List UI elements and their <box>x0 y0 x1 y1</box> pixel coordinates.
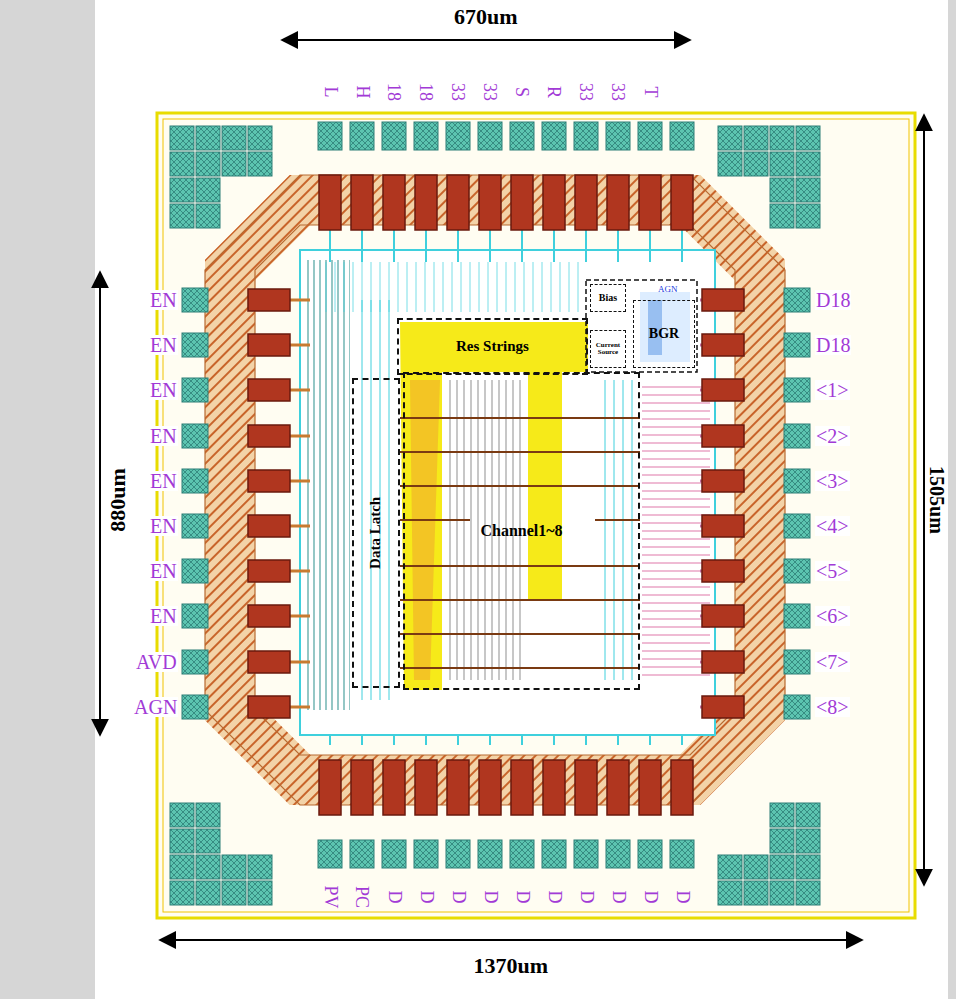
pin-label: <6> <box>815 606 850 626</box>
pin-label: EN <box>149 471 178 491</box>
pin-label: L <box>321 87 339 98</box>
pin-label: <8> <box>815 697 850 717</box>
pin-label: R <box>545 86 563 98</box>
pin-label: H <box>353 86 371 99</box>
pin-label: D <box>673 891 691 904</box>
pin-label: EN <box>149 516 178 536</box>
block-label: Current Source <box>592 342 624 357</box>
pin-label: AVD <box>135 652 178 672</box>
pin-label: 18 <box>385 83 403 101</box>
dimension-label: 1370um <box>474 955 549 977</box>
pin-label: EN <box>149 426 178 446</box>
pin-label: D <box>449 891 467 904</box>
pin-label: EN <box>149 290 178 310</box>
pin-label: D <box>385 891 403 904</box>
pin-label: 33 <box>609 83 627 101</box>
pin-label: EN <box>149 380 178 400</box>
pin-label: EN <box>149 335 178 355</box>
channel-block: Channel1~8 <box>403 372 640 690</box>
pin-label: D <box>641 891 659 904</box>
current-source-block: Current Source <box>590 330 626 368</box>
block-label: Res Strings <box>456 339 529 355</box>
res-strings-block: Res Strings <box>397 318 588 375</box>
block-label: Data Latch <box>368 497 384 569</box>
pin-label: 33 <box>481 83 499 101</box>
pin-label: D <box>577 891 595 904</box>
pin-label: <7> <box>815 652 850 672</box>
pin-label: D <box>417 891 435 904</box>
pin-label: D <box>609 891 627 904</box>
block-label: Channel1~8 <box>480 523 562 540</box>
data-latch-block: Data Latch <box>352 378 400 688</box>
pin-label: <3> <box>815 471 850 491</box>
pin-label: D18 <box>815 290 851 310</box>
pin-label: D <box>545 891 563 904</box>
pin-label: <5> <box>815 561 850 581</box>
pin-label: D18 <box>815 335 851 355</box>
pin-label: 33 <box>577 83 595 101</box>
pin-label: PV <box>321 885 339 908</box>
pin-label: PC <box>353 886 371 908</box>
pin-label: 33 <box>449 83 467 101</box>
pin-label: <4> <box>815 516 850 536</box>
pin-label: AGN <box>658 285 678 294</box>
block-label: BGR <box>649 327 679 342</box>
pin-label: S <box>513 87 531 97</box>
pin-label: 18 <box>417 83 435 101</box>
pin-label: AGN <box>133 697 178 717</box>
pin-label: EN <box>149 606 178 626</box>
block-label: Bias <box>599 293 617 304</box>
dimension-label: 670um <box>454 6 518 28</box>
dimension-label: 880um <box>107 468 129 532</box>
pin-label: EN <box>149 561 178 581</box>
pin-label: D <box>513 891 531 904</box>
bgr-block: BGR <box>633 300 695 368</box>
pin-label: T <box>641 87 659 98</box>
bias-block: Bias <box>590 284 626 312</box>
pin-label: <1> <box>815 380 850 400</box>
pin-label: D <box>481 891 499 904</box>
pin-label: <2> <box>815 426 850 446</box>
dimension-label: 1505um <box>927 466 947 534</box>
